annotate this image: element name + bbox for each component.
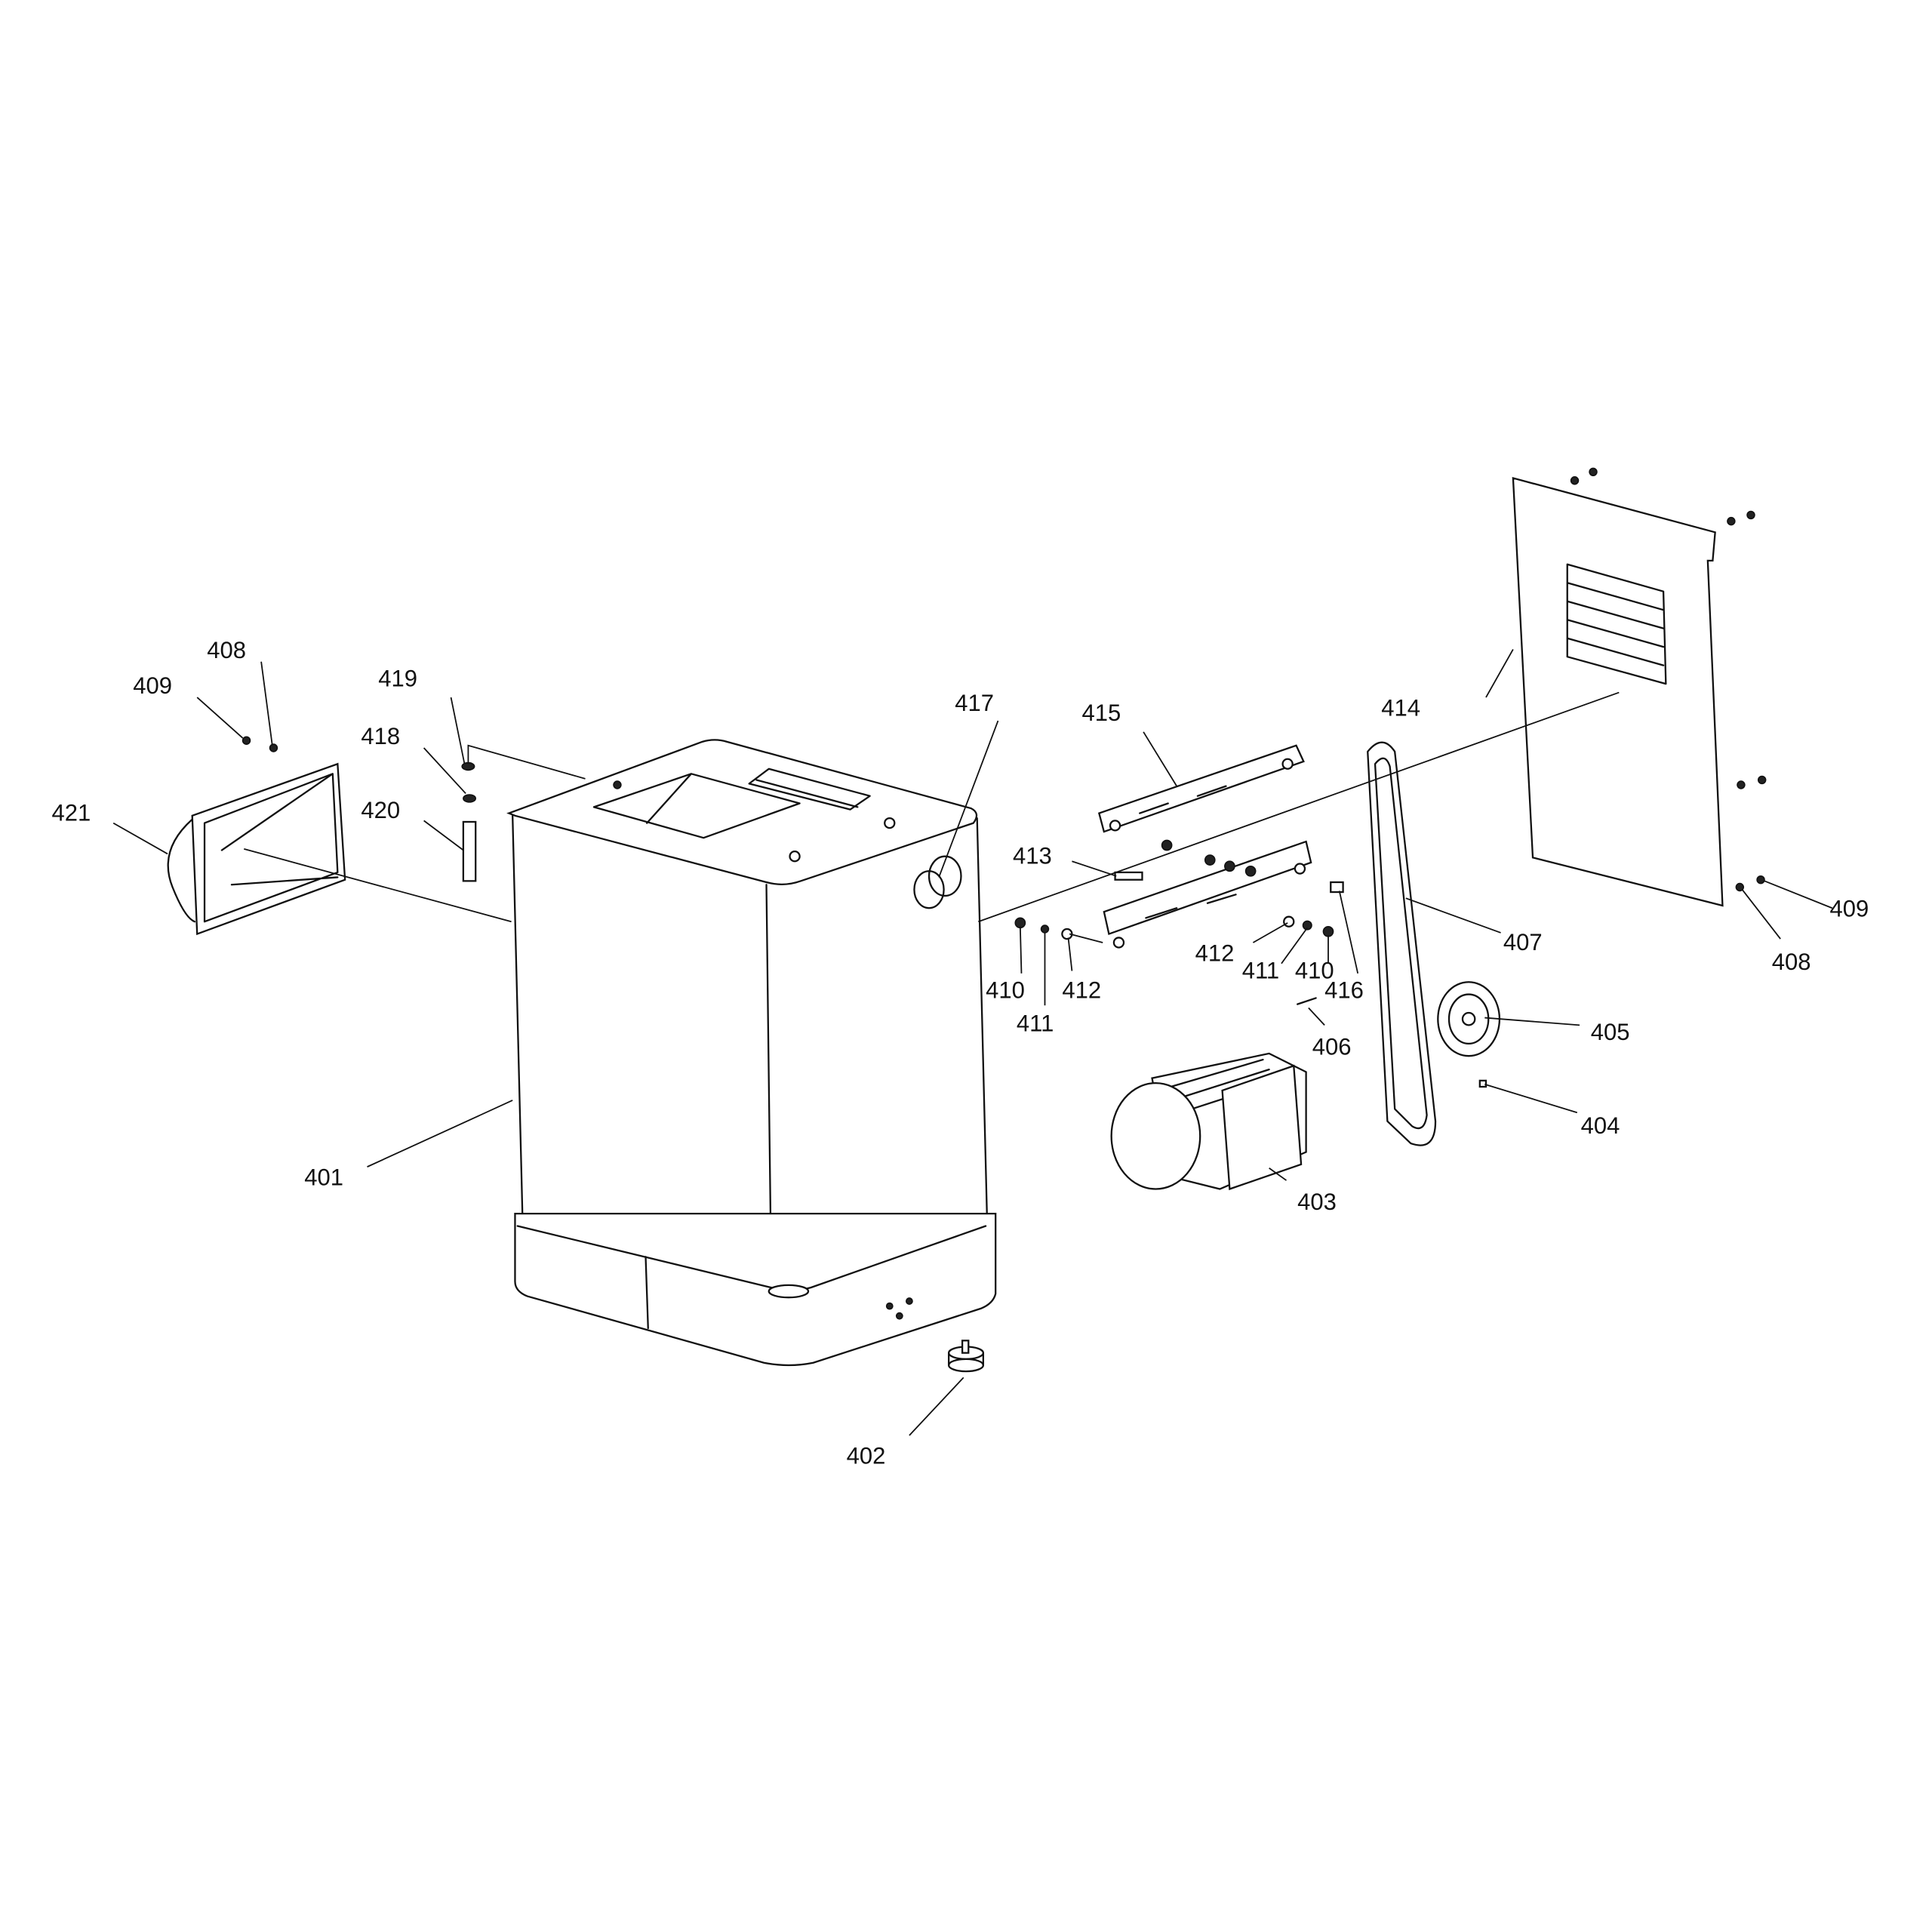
label-409: 409 [133, 672, 172, 699]
label-409: 409 [1829, 896, 1869, 922]
motor-403 [1110, 1052, 1307, 1191]
leader-lines [112, 648, 1833, 1436]
foot-402 [948, 1340, 984, 1373]
label-408: 408 [207, 637, 246, 663]
label-401: 401 [304, 1164, 343, 1191]
label-403: 403 [1297, 1189, 1337, 1215]
label-412: 412 [1195, 940, 1235, 966]
grommet-417 [913, 855, 962, 909]
label-412: 412 [1062, 977, 1101, 1003]
motor-brackets-415 [1014, 744, 1344, 1005]
pin-assembly-418-420 [461, 761, 477, 882]
key-404 [1478, 1079, 1487, 1088]
label-410: 410 [1295, 957, 1334, 983]
label-407: 407 [1503, 929, 1543, 955]
callout-labels: 401 402 403 404 405 406 407 408 408 409 … [52, 637, 1869, 1469]
label-411: 411 [1017, 1011, 1054, 1037]
belt-407 [1367, 741, 1437, 1146]
label-404: 404 [1581, 1112, 1620, 1139]
cabinet-401 [506, 739, 997, 1367]
label-419: 419 [378, 665, 417, 691]
label-411: 411 [1242, 957, 1279, 983]
label-416: 416 [1324, 977, 1364, 1003]
label-405: 405 [1591, 1019, 1630, 1045]
label-414: 414 [1381, 695, 1420, 721]
label-421: 421 [52, 799, 91, 826]
label-410: 410 [986, 977, 1025, 1003]
dust-port-421 [167, 762, 346, 936]
label-402: 402 [847, 1443, 886, 1469]
pulley-405 [1437, 981, 1501, 1057]
label-420: 420 [361, 797, 400, 823]
label-415: 415 [1081, 700, 1121, 726]
label-408: 408 [1772, 949, 1811, 975]
side-panel-414 [1512, 467, 1767, 907]
label-417: 417 [955, 690, 994, 716]
label-406: 406 [1312, 1034, 1352, 1060]
label-413: 413 [1013, 842, 1052, 869]
label-418: 418 [361, 723, 400, 749]
